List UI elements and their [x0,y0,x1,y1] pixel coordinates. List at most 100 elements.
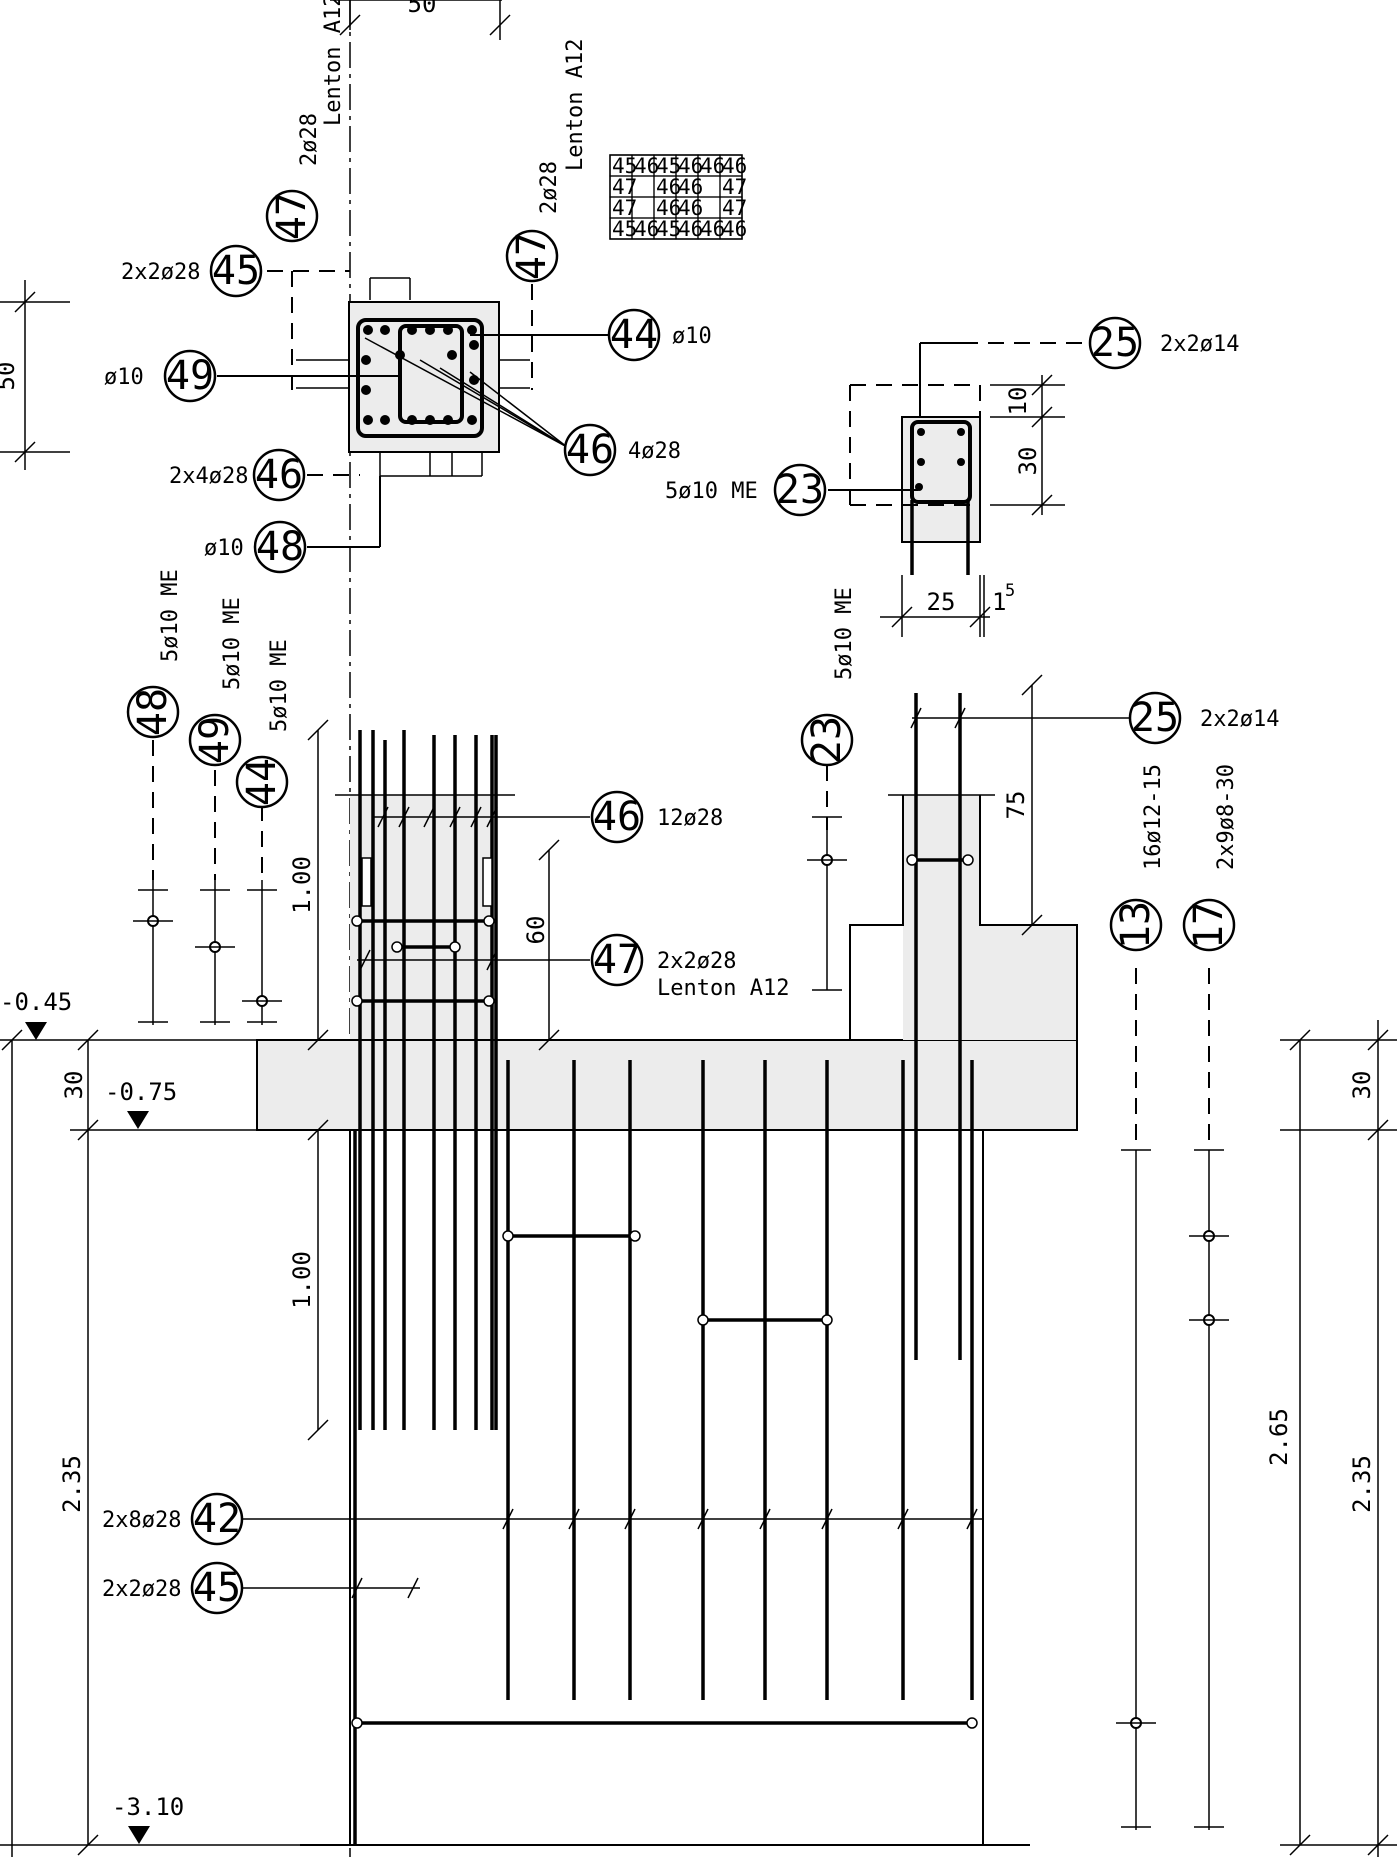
mark-circle [590,790,644,844]
mark-number: 45 [193,1565,241,1611]
dim-1-00-upper: 1.00 [288,856,316,914]
mark-label: 2ø28 [537,161,562,214]
table-cell: 45 [656,217,681,241]
mark-number: 48 [256,524,304,570]
mark-circle [1109,898,1163,952]
table-cell: 45 [612,154,637,178]
mark-number: 17 [1186,901,1232,949]
column-cross-section [0,0,610,548]
mark-label: 5ø10 ME [158,569,183,662]
dim-left-50: 50 [0,362,20,391]
table-cell: 46 [656,196,681,220]
mark-m45-bot: 45 2x2ø28 [102,1561,244,1615]
beam-cross-section [828,342,1090,637]
mark-label: 4ø28 [628,439,681,464]
mark-number: 23 [804,716,850,764]
table-cell: 46 [634,154,659,178]
mark-circle [235,755,289,809]
mark-number: 44 [610,312,658,358]
mark-circle [252,448,306,502]
table-cell: 46 [634,217,659,241]
table-cell: 46 [722,217,747,241]
dim-2-65: 2.65 [1265,1408,1293,1466]
dim-top-50: 50 [408,0,437,18]
table-cell: 45 [656,154,681,178]
mark-label: 2ø28 [297,113,322,166]
mark-label: 2x9ø8-30 [1214,764,1239,870]
mark-number: 13 [1113,901,1159,949]
mark-label: 16ø12-15 [1141,764,1166,870]
mark-m46-mid: 46 12ø28 [590,790,723,844]
mark-circle [773,463,827,517]
slab-concrete [256,1039,1078,1131]
table-cell: 46 [700,154,725,178]
mark-number: 44 [239,758,285,806]
mark-circle [1088,316,1142,370]
mark-label: 2x4ø28 [169,464,248,489]
mark-circle [800,713,854,767]
table-cell: 45 [612,217,637,241]
mark-m46-left: 46 2x4ø28 [169,448,306,502]
dim-75: 75 [1002,791,1030,820]
mark-circle [505,229,559,283]
mark-label: Lenton A12 [563,39,588,171]
mark-number: 25 [1131,695,1179,741]
level--3-10: -3.10 [112,1793,184,1821]
mark-circle [590,933,644,987]
mark-circle [563,423,617,477]
table-cell: 46 [700,217,725,241]
mark-circle [607,308,661,362]
mark-number: 46 [255,452,303,498]
mark-label: 5ø10 ME [220,597,245,690]
mark-label: Lenton A12 [321,0,346,126]
table-cell: 47 [612,196,637,220]
mark-label: 2x2ø14 [1160,332,1239,357]
mark-m48-top: 48 ø10 [204,520,307,574]
mark-label: ø10 [204,536,244,561]
mark-label: 5ø10 ME [267,639,292,732]
dim-30-left: 30 [60,1071,88,1100]
mark-circle [188,713,242,767]
mark-label: ø10 [104,365,144,390]
table-cell: 46 [678,196,703,220]
table-cell: 46 [678,154,703,178]
dim-1-00-lower: 1.00 [288,1251,316,1309]
mark-circle [190,1492,244,1546]
table-cell: 46 [722,154,747,178]
mark-number: 46 [593,794,641,840]
dim-2-35-left: 2.35 [58,1455,86,1513]
mark-label: 2x8ø28 [102,1508,181,1533]
column-bars-elevation [353,693,974,1845]
mark-number: 47 [509,232,555,280]
mark-label: 2x2ø28 [102,1577,181,1602]
mark-number: 45 [212,248,260,294]
mark-label: 2x2ø14 [1200,707,1279,732]
mark-number: 23 [776,467,824,513]
level--0-45: -0.45 [0,988,72,1016]
mark-circle [265,189,319,243]
mark-m13-v: 13 16ø12-15 [1109,764,1166,952]
dim-1: 1 [992,588,1006,616]
mark-label: 12ø28 [657,806,723,831]
mark-m42-bot: 42 2x8ø28 [102,1492,244,1546]
dim-30-beam: 30 [1014,447,1042,476]
dim-30-right: 30 [1348,1071,1376,1100]
table-cell: 47 [722,175,747,199]
stirrup-outer [356,318,484,438]
mark-number: 42 [193,1496,241,1542]
table-cell: 47 [612,175,637,199]
mark-label: 5ø10 ME [665,479,758,504]
dim-5: 5 [1005,581,1015,601]
mark-circle [253,520,307,574]
mark-number: 49 [192,716,238,764]
